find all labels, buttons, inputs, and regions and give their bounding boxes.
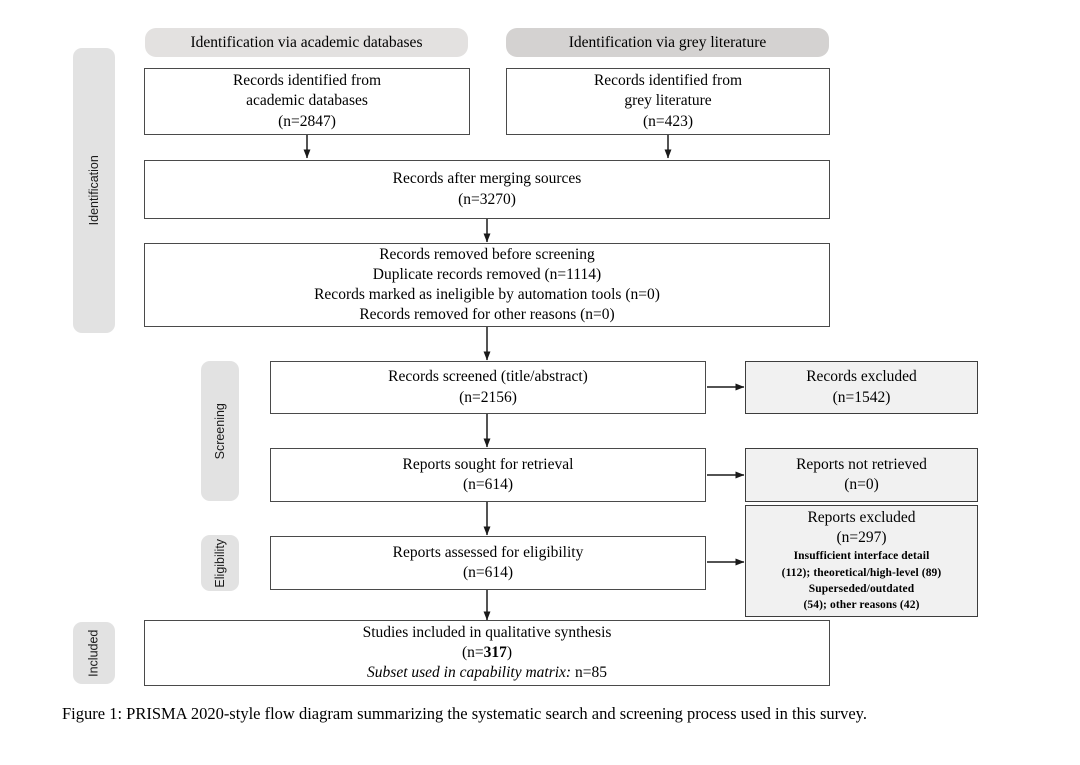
box-reports-not-retrieved: Reports not retrieved (n=0) <box>745 448 978 502</box>
records-academic-line1: Records identified from <box>232 72 382 90</box>
studies-included-count-value: 317 <box>483 643 507 661</box>
studies-included-line1: Studies included in qualitative synthesi… <box>362 623 612 641</box>
header-pill-academic-databases: Identification via academic databases <box>145 28 468 57</box>
stage-label-identification: Identification <box>86 155 101 226</box>
stage-pill-identification: Identification <box>73 48 115 333</box>
reports-excluded-reason2-counts: (54); other reasons (42) <box>803 599 920 612</box>
reports-not-retrieved-count: (n=0) <box>844 476 879 493</box>
records-removed-automation: Records marked as ineligible by automati… <box>314 286 660 303</box>
records-academic-line2: academic databases <box>246 92 368 110</box>
box-reports-sought-for-retrieval: Reports sought for retrieval (n=614) <box>270 448 706 502</box>
studies-included-subset-value: n=85 <box>574 664 607 682</box>
box-reports-excluded: Reports excluded (n=297) Insufficient in… <box>745 505 978 617</box>
box-studies-included: Studies included in qualitative synthesi… <box>144 620 830 686</box>
box-records-removed-before-screening: Records removed before screening Duplica… <box>144 243 830 327</box>
stage-label-eligibility: Eligibility <box>212 538 227 588</box>
reports-excluded-reason2: Superseded/outdated <box>808 583 915 596</box>
box-records-excluded: Records excluded (n=1542) <box>745 361 978 414</box>
studies-included-count-prefix: (n= <box>461 643 484 661</box>
studies-included-subset: Subset used in capability matrix: n=85 <box>367 663 607 683</box>
records-grey-line1: Records identified from <box>593 72 743 90</box>
box-records-after-merging: Records after merging sources (n=3270) <box>144 160 830 219</box>
reports-excluded-reason1: Insufficient interface detail <box>793 550 930 563</box>
box-records-identified-academic: Records identified from academic databas… <box>144 68 470 135</box>
stage-pill-eligibility: Eligibility <box>201 535 239 591</box>
records-excluded-count: (n=1542) <box>832 388 891 406</box>
reports-excluded-reason1-counts: (112); theoretical/high-level (89) <box>781 566 942 579</box>
reports-assessed-count: (n=614) <box>462 564 514 581</box>
records-removed-duplicates: Duplicate records removed (n=1114) <box>372 265 602 283</box>
records-grey-line2: grey literature <box>624 92 712 110</box>
stage-pill-screening: Screening <box>201 361 239 501</box>
studies-included-count-suffix: ) <box>506 643 513 661</box>
records-merged-line1: Records after merging sources <box>392 170 582 188</box>
stage-label-screening: Screening <box>212 402 227 460</box>
stage-label-included: Included <box>86 629 101 677</box>
reports-sought-line1: Reports sought for retrieval <box>402 455 574 473</box>
box-records-screened: Records screened (title/abstract) (n=215… <box>270 361 706 414</box>
records-grey-count: (n=423) <box>642 112 694 130</box>
studies-included-count: (n=317) <box>462 643 512 663</box>
records-screened-line1: Records screened (title/abstract) <box>388 368 588 386</box>
records-excluded-line1: Records excluded <box>806 368 917 386</box>
reports-excluded-count: (n=297) <box>836 529 887 547</box>
figure-caption: Figure 1: PRISMA 2020-style flow diagram… <box>62 704 867 723</box>
records-removed-line1: Records removed before screening <box>379 245 595 263</box>
header-pill-grey-literature: Identification via grey literature <box>506 28 829 57</box>
records-screened-count: (n=2156) <box>459 388 517 406</box>
studies-included-subset-label: Subset used in capability matrix: <box>367 664 572 682</box>
records-academic-count: (n=2847) <box>278 112 336 130</box>
records-merged-count: (n=3270) <box>458 190 516 208</box>
stage-pill-included: Included <box>73 622 115 684</box>
reports-not-retrieved-line1: Reports not retrieved <box>796 455 927 473</box>
records-removed-other: Records removed for other reasons (n=0) <box>359 306 615 324</box>
reports-sought-count: (n=614) <box>462 476 514 493</box>
reports-assessed-line1: Reports assessed for eligibility <box>392 543 584 561</box>
reports-excluded-line1: Reports excluded <box>807 509 916 527</box>
box-records-identified-grey: Records identified from grey literature … <box>506 68 830 135</box>
box-reports-assessed-for-eligibility: Reports assessed for eligibility (n=614) <box>270 536 706 590</box>
